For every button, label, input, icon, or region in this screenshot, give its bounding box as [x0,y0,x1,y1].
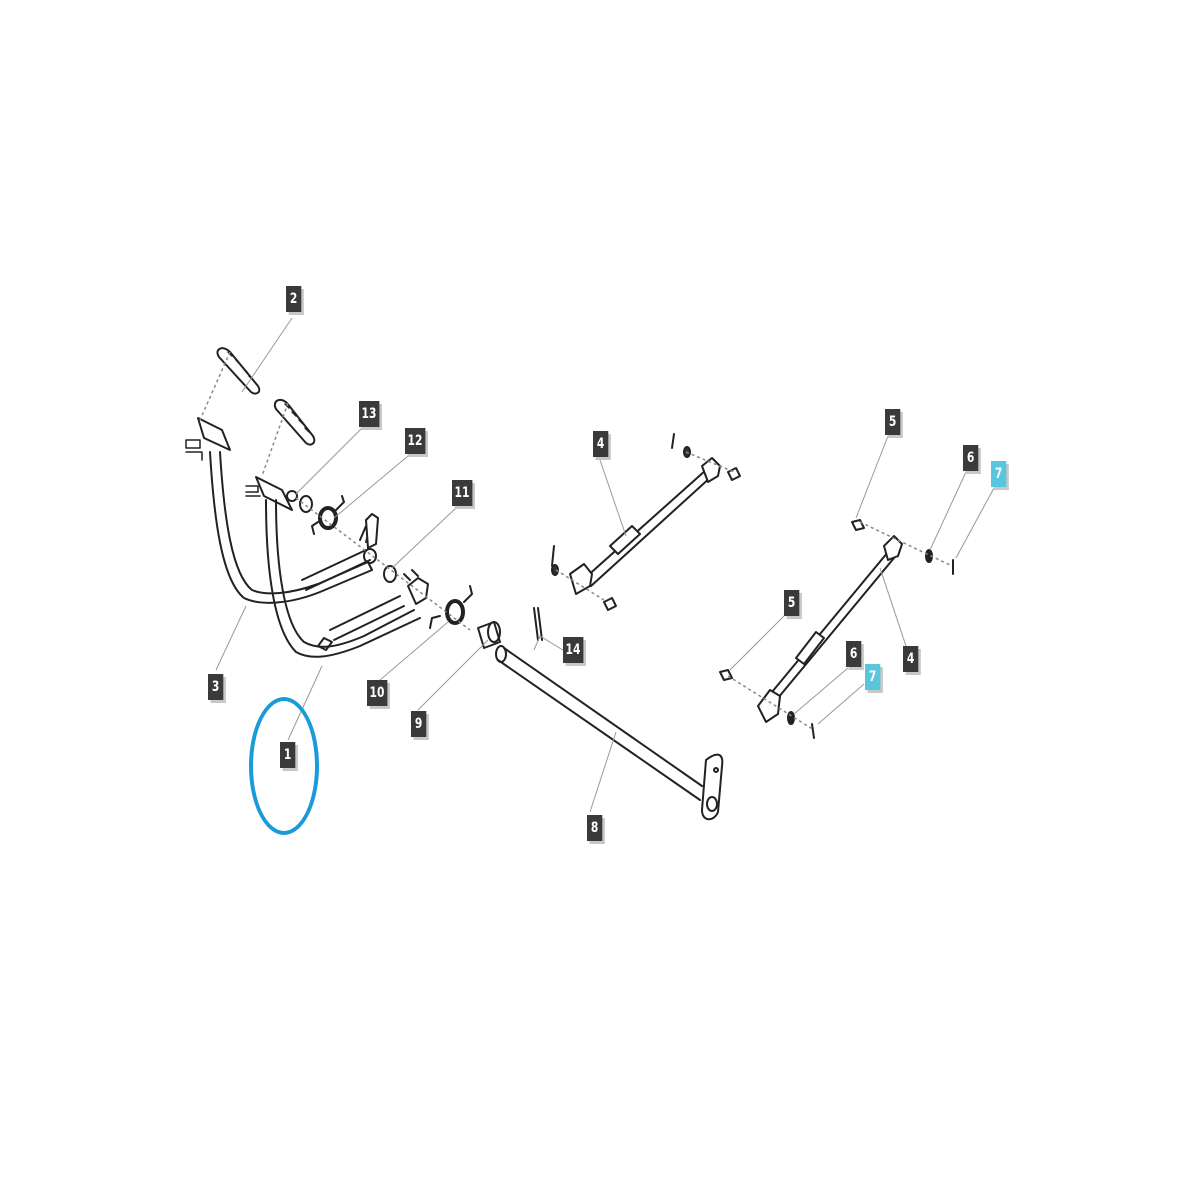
pin-part-5-upper[interactable] [851,519,865,531]
callout-part-3[interactable]: 3 [208,674,224,700]
washer-part-6-lower[interactable] [787,711,795,725]
callout-part-13[interactable]: 13 [359,401,380,427]
callout-part-8[interactable]: 8 [587,815,603,841]
cross-shaft-part-8[interactable] [495,645,724,821]
callout-part-10[interactable]: 10 [367,680,388,706]
callout-part-7-lower[interactable]: 7 [865,664,881,690]
ring-part-13[interactable] [286,490,298,502]
cotter-pin-part-7-lower[interactable] [811,723,815,739]
callout-part-4-right[interactable]: 4 [903,646,919,672]
pin-part-5-lower[interactable] [719,669,733,681]
callout-part-2[interactable]: 2 [286,286,302,312]
rod-part-4-upper[interactable] [551,433,741,611]
pedal-arm-part-1[interactable] [265,499,421,658]
callout-part-11[interactable]: 11 [452,480,473,506]
spring-part-12[interactable] [311,495,345,535]
callout-part-5-upper[interactable]: 5 [885,409,901,435]
highlight-ring-part-1 [249,697,319,835]
spring-part-10[interactable] [429,585,473,629]
pin-part-14[interactable] [533,607,543,641]
callout-part-4-upper[interactable]: 4 [593,431,609,457]
callout-part-12[interactable]: 12 [405,428,426,454]
washer-part-11[interactable] [383,565,397,583]
bushing-part-9[interactable] [477,621,501,649]
callout-part-7-upper[interactable]: 7 [991,461,1007,487]
callout-part-1[interactable]: 1 [280,742,296,768]
pedal-arm-part-3[interactable] [209,451,373,604]
callout-part-5-lower[interactable]: 5 [784,590,800,616]
callout-part-6-upper[interactable]: 6 [963,445,979,471]
callout-part-6-lower[interactable]: 6 [846,641,862,667]
rod-part-4-right[interactable] [757,535,903,723]
pedal-pad-part-2[interactable] [216,347,316,446]
callout-part-9[interactable]: 9 [411,711,427,737]
callout-part-14[interactable]: 14 [563,637,584,663]
